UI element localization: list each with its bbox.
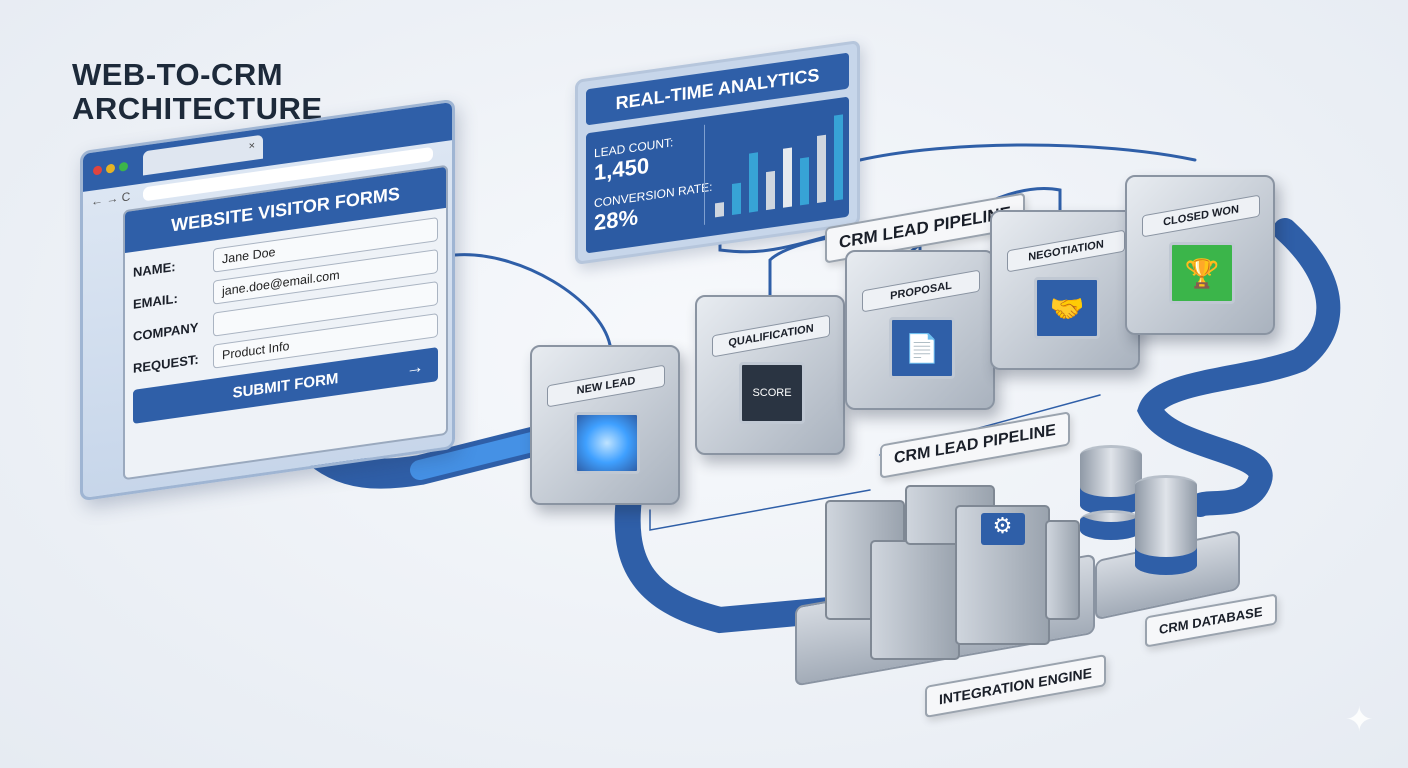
chart-bar <box>834 114 843 201</box>
document-icon: 📄 <box>889 317 955 379</box>
sparkle-icon: ✦ <box>1345 701 1374 739</box>
browser-nav-icons[interactable]: ← → C <box>91 189 131 209</box>
stage-label: NEW LEAD <box>547 364 665 408</box>
pipeline-stage[interactable]: NEGOTIATION🤝 <box>990 210 1140 370</box>
glow-icon <box>574 412 640 474</box>
gears-icon: ⚙ <box>980 513 1025 545</box>
trophy-icon: 🏆 <box>1169 242 1235 304</box>
database-cylinder-icon <box>1080 445 1142 515</box>
stage-label: NEGOTIATION <box>1007 229 1125 273</box>
browser-tab[interactable]: × <box>143 134 263 176</box>
submit-label: SUBMIT FORM <box>232 369 339 402</box>
server-rack <box>1045 520 1080 620</box>
company-label: COMPANY <box>133 319 199 344</box>
minimize-dot-icon[interactable] <box>106 163 115 174</box>
closedwon-to-database-pipe <box>1137 218 1341 517</box>
handshake-icon: 🤝 <box>1034 277 1100 339</box>
stage-label: QUALIFICATION <box>712 314 830 358</box>
page-title: WEB-TO-CRM ARCHITECTURE <box>72 58 323 126</box>
lead-count-stat: LEAD COUNT: 1,450 <box>594 135 673 186</box>
stage-label: PROPOSAL <box>862 269 980 313</box>
mini-bar-chart <box>704 103 854 225</box>
email-label: EMAIL: <box>133 290 178 312</box>
pipeline-stage[interactable]: CLOSED WON🏆 <box>1125 175 1275 335</box>
server-rack: ⚙ <box>955 505 1050 645</box>
conversion-stat: CONVERSION RATE: 28% <box>594 180 712 237</box>
form-to-newlead-cable <box>453 253 612 347</box>
chart-bar <box>715 201 724 218</box>
chart-bar <box>732 182 741 215</box>
chart-bar <box>800 157 809 206</box>
analytics-body: LEAD COUNT: 1,450 CONVERSION RATE: 28% <box>586 96 854 254</box>
title-line-2: ARCHITECTURE <box>72 91 323 126</box>
server-rack <box>870 540 960 660</box>
stage-label: CLOSED WON <box>1142 194 1260 238</box>
browser-window: × ← → C WEBSITE VISITOR FORMS NAME:Jane … <box>80 98 455 502</box>
tab-close-icon[interactable]: × <box>248 139 255 153</box>
chart-bar <box>749 151 758 213</box>
maximize-dot-icon[interactable] <box>119 161 128 172</box>
pipeline-stage[interactable]: NEW LEAD <box>530 345 680 505</box>
database-cylinder-icon <box>1080 510 1142 540</box>
database-cylinder-icon <box>1135 475 1197 575</box>
chart-bar <box>783 147 792 208</box>
chart-bar <box>766 170 775 211</box>
title-line-1: WEB-TO-CRM <box>72 57 284 92</box>
gauge-icon: SCORE <box>739 362 805 424</box>
chart-bar <box>817 135 826 204</box>
arrow-right-icon: → <box>406 355 424 379</box>
request-label: REQUEST: <box>133 351 199 376</box>
pipeline-stage[interactable]: PROPOSAL📄 <box>845 250 995 410</box>
name-label: NAME: <box>133 258 176 280</box>
visitor-form: WEBSITE VISITOR FORMS NAME:Jane Doe EMAI… <box>123 164 448 481</box>
close-dot-icon[interactable] <box>93 165 102 176</box>
newlead-to-engine-pipe <box>614 477 843 634</box>
